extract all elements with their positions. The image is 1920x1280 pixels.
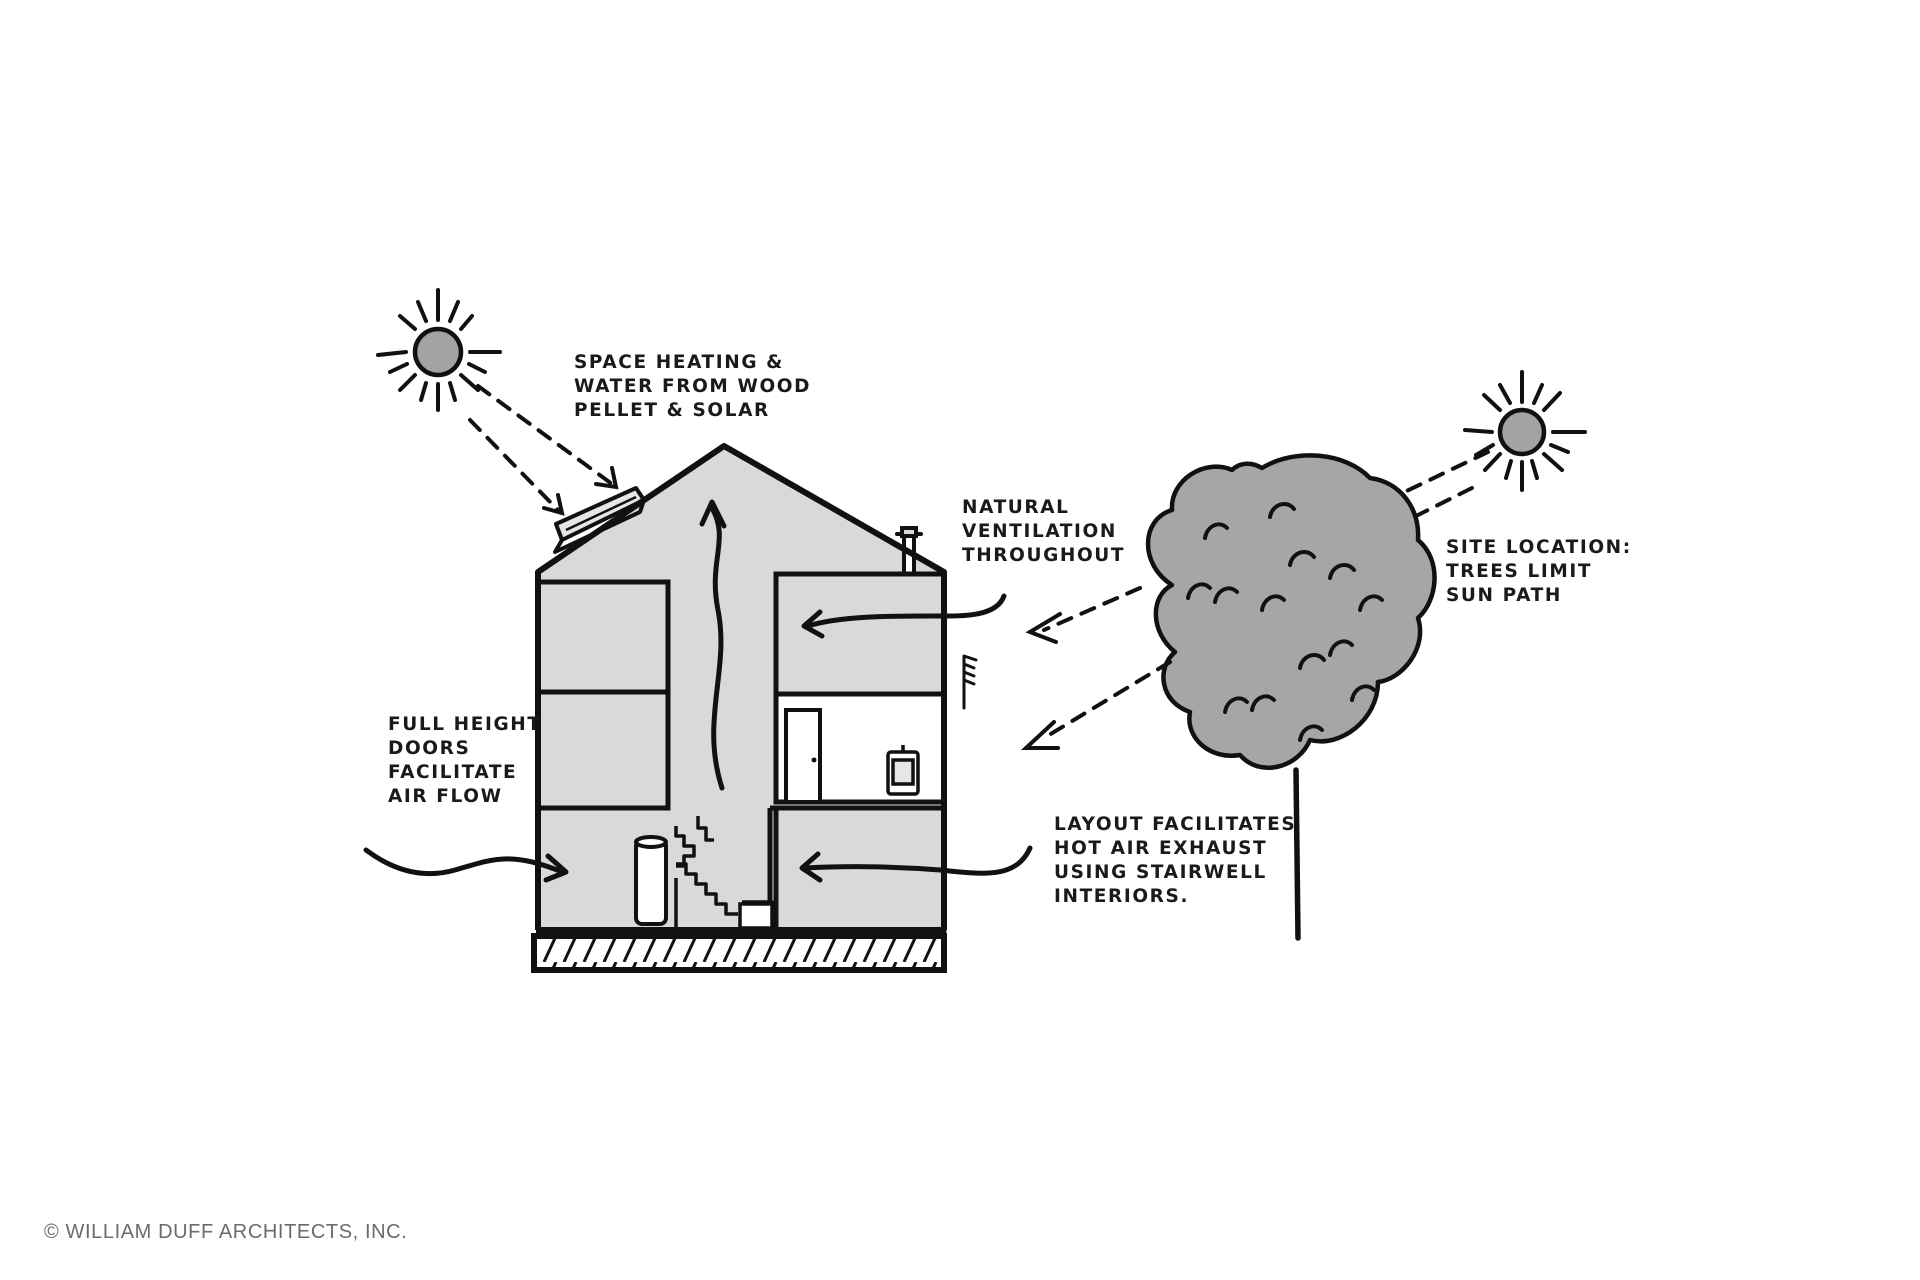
label-line: LAYOUT FACILITATES bbox=[1054, 814, 1297, 835]
wall-vent bbox=[962, 654, 978, 710]
label-line: SPACE HEATING & bbox=[574, 352, 784, 373]
door bbox=[784, 708, 822, 804]
wall-appliance bbox=[886, 745, 920, 796]
label-line: NATURAL bbox=[962, 497, 1070, 518]
sun-icon-left bbox=[376, 288, 502, 412]
house-section bbox=[531, 443, 978, 973]
sun-path-dashes bbox=[1390, 450, 1490, 526]
label-line: USING STAIRWELL bbox=[1054, 862, 1267, 883]
label-line: WATER FROM WOOD bbox=[574, 376, 812, 397]
label-line: INTERIORS. bbox=[1054, 886, 1190, 907]
label-line: SUN PATH bbox=[1446, 585, 1562, 606]
tree-canopy bbox=[1145, 453, 1437, 770]
sun-icon-right bbox=[1463, 370, 1587, 492]
label-line: DOORS bbox=[388, 738, 471, 759]
label-site-location: SITE LOCATION: TREES LIMIT SUN PATH bbox=[1446, 536, 1632, 608]
label-layout-facilitates: LAYOUT FACILITATES HOT AIR EXHAUST USING… bbox=[1054, 813, 1296, 909]
label-line: TREES LIMIT bbox=[1446, 561, 1593, 582]
foundation bbox=[531, 933, 947, 973]
airflow-arrows bbox=[363, 499, 1033, 883]
label-natural-ventilation: NATURAL VENTILATION THROUGHOUT bbox=[962, 496, 1125, 568]
label-line: THROUGHOUT bbox=[962, 545, 1126, 566]
label-line: PELLET & SOLAR bbox=[574, 400, 770, 421]
label-line: FULL HEIGHT bbox=[388, 714, 542, 735]
copyright-notice: © WILLIAM DUFF ARCHITECTS, INC. bbox=[44, 1221, 408, 1243]
label-line: AIR FLOW bbox=[388, 786, 503, 807]
solar-ray-arrows bbox=[468, 384, 619, 516]
tree-shading-arrows bbox=[1020, 586, 1172, 750]
label-line: VENTILATION bbox=[962, 521, 1117, 542]
water-tank bbox=[634, 835, 668, 926]
label-line: SITE LOCATION: bbox=[1446, 537, 1632, 558]
tree bbox=[1145, 453, 1437, 941]
label-line: HOT AIR EXHAUST bbox=[1054, 838, 1268, 859]
label-line: FACILITATE bbox=[388, 762, 518, 783]
label-full-height-doors: FULL HEIGHT DOORS FACILITATE AIR FLOW bbox=[388, 713, 542, 809]
label-space-heating: SPACE HEATING & WATER FROM WOOD PELLET &… bbox=[574, 351, 811, 423]
